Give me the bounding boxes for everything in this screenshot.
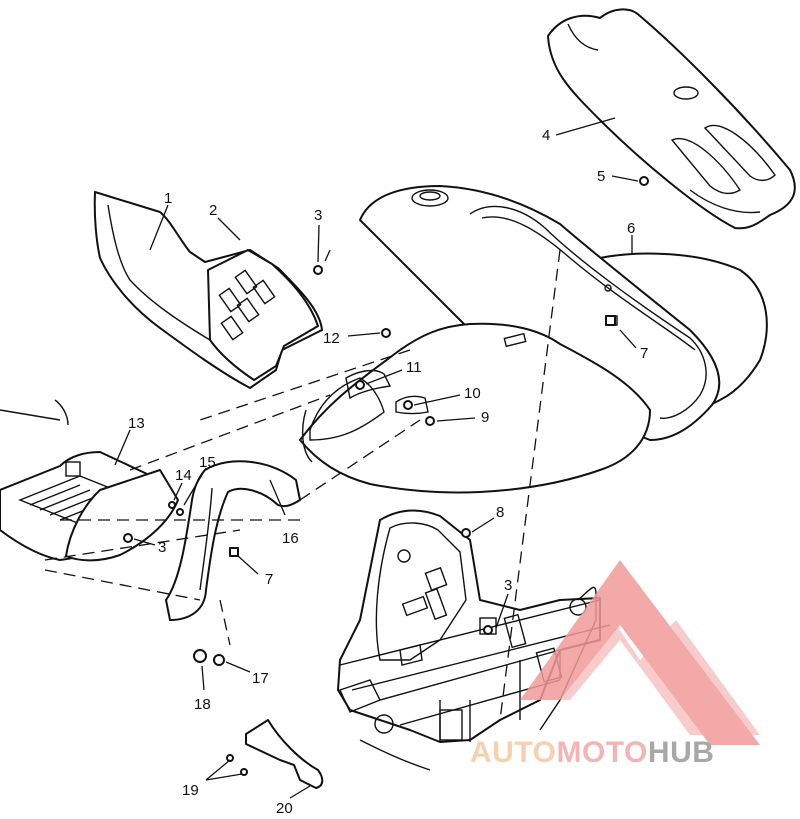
callout-labels: 1 2 3 4 5 6 7 12 11 10 9 13 14 15 16 3 7… xyxy=(128,127,648,817)
callout-18: 18 xyxy=(194,696,211,713)
watermark-logo xyxy=(520,560,760,745)
callout-15: 15 xyxy=(199,454,216,471)
callout-1: 1 xyxy=(164,190,172,207)
callout-12: 12 xyxy=(323,330,340,347)
callout-3: 3 xyxy=(314,207,322,224)
automotohub-watermark: AUTOMOTOHUB xyxy=(470,560,760,769)
callout-9: 9 xyxy=(481,409,489,426)
callout-19: 19 xyxy=(182,782,199,799)
callout-2: 2 xyxy=(209,202,217,219)
guard-part xyxy=(245,719,324,789)
callout-16: 16 xyxy=(282,530,299,547)
callout-20: 20 xyxy=(276,800,293,814)
fender-flare-part xyxy=(165,460,301,621)
callout-4: 4 xyxy=(542,127,550,144)
callout-11: 11 xyxy=(406,359,422,376)
mud-flap-part xyxy=(65,469,179,562)
assembly-lines xyxy=(44,249,561,721)
callout-14: 14 xyxy=(175,467,192,484)
hardware xyxy=(123,176,649,776)
callout-8: 8 xyxy=(496,504,504,521)
callout-7b: 7 xyxy=(265,571,273,588)
callout-13: 13 xyxy=(128,415,145,432)
callout-7: 7 xyxy=(640,345,648,362)
callout-3c: 3 xyxy=(504,577,512,594)
callout-17: 17 xyxy=(252,670,269,687)
callout-6: 6 xyxy=(627,220,635,237)
side-panel-part-2 xyxy=(207,249,319,381)
leader-lines xyxy=(114,117,639,799)
callout-10: 10 xyxy=(464,385,481,402)
callout-5: 5 xyxy=(597,168,605,185)
watermark-text: AUTOMOTOHUB xyxy=(470,736,714,769)
callout-3b: 3 xyxy=(158,539,166,556)
seat-part xyxy=(547,8,796,230)
front-fender-body-part xyxy=(299,322,651,494)
